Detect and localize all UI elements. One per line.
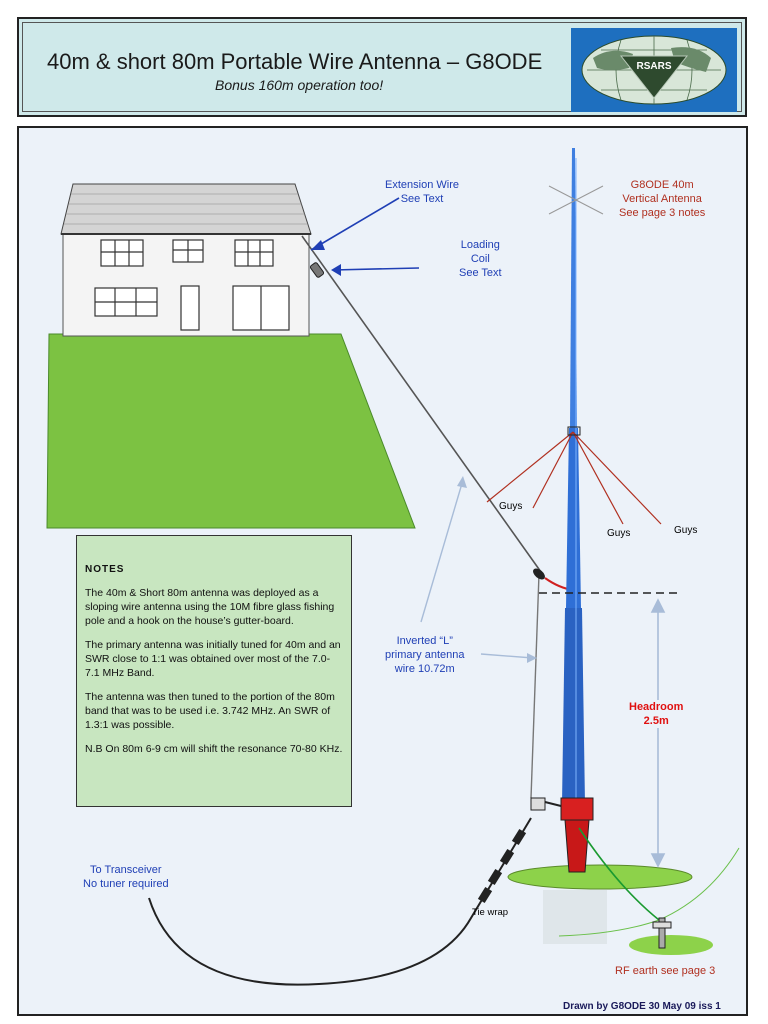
fishing-pole [562, 148, 585, 804]
notes-paragraph: The 40m & Short 80m antenna was deployed… [85, 587, 335, 627]
earth-radial-2 [558, 919, 660, 937]
drawn-by-credit: Drawn by G8ODE 30 May 09 iss 1 [563, 1001, 721, 1012]
rf-earth-pad [629, 935, 713, 955]
loading-coil-icon [309, 262, 325, 278]
logo-text: RSARS [636, 61, 671, 72]
pale-arrows [420, 476, 537, 663]
top-cross-icon [548, 185, 604, 215]
rsars-logo: RSARS [571, 28, 737, 112]
guy-ring-icon [567, 426, 581, 436]
roof-tiles [64, 193, 308, 225]
label-guys-left: Guys [499, 501, 523, 512]
label-to-transceiver: To Transceiver No tuner required [83, 864, 169, 890]
diagram-panel: Extension Wire See Text Loading Coil See… [17, 126, 748, 1016]
label-arrows [310, 197, 420, 276]
label-extension-wire: Extension Wire See Text [385, 179, 459, 205]
title-banner: 40m & short 80m Portable Wire Antenna – … [17, 17, 747, 117]
label-vertical-antenna: G8ODE 40m Vertical Antenna See page 3 no… [619, 179, 706, 219]
notes-paragraph: N.B On 80m 6-9 cm will shift the resonan… [85, 743, 343, 755]
label-guys-right: Guys [674, 525, 698, 536]
lower-windows [94, 285, 290, 331]
earth-stake-icon [652, 917, 672, 949]
earth-radial-1 [658, 847, 740, 921]
label-loading-coil: Loading Coil See Text [459, 239, 502, 279]
notes-paragraph: The antenna was then tuned to the portio… [85, 691, 335, 731]
page-subtitle: Bonus 160m operation too! [215, 77, 384, 93]
coax-cable [148, 817, 532, 986]
notes-paragraph: The primary antenna was initially tuned … [85, 639, 341, 679]
house-roof [60, 183, 312, 235]
label-guys-middle: Guys [607, 528, 631, 539]
earth-lead [578, 827, 660, 921]
page-title: 40m & short 80m Portable Wire Antenna – … [47, 49, 543, 74]
notes-box: NOTES The 40m & Short 80m antenna was de… [76, 535, 352, 807]
notes-title: NOTES [85, 564, 125, 575]
headroom-arrow [650, 598, 666, 868]
upper-windows [100, 239, 274, 267]
insulator-icon [533, 568, 545, 580]
antenna-diagram [46, 148, 740, 986]
lawn [46, 333, 416, 529]
label-headroom: Headroom 2.5m [629, 700, 684, 728]
sloping-antenna-wire [301, 235, 542, 573]
label-inverted-l: Inverted “L” primary antenna wire 10.72m [385, 635, 465, 675]
label-tie-wrap: Tie wrap [472, 907, 509, 918]
pole-shadow [543, 890, 607, 944]
globe-logo-icon: RSARS [581, 35, 727, 105]
ferrite-chokes [477, 828, 527, 904]
label-rf-earth: RF earth see page 3 [615, 965, 716, 977]
pole-base-pad [507, 864, 693, 890]
guy-wires [486, 431, 662, 525]
vertical-drop-wire [530, 573, 540, 799]
title-banner-inner-border [22, 22, 742, 112]
